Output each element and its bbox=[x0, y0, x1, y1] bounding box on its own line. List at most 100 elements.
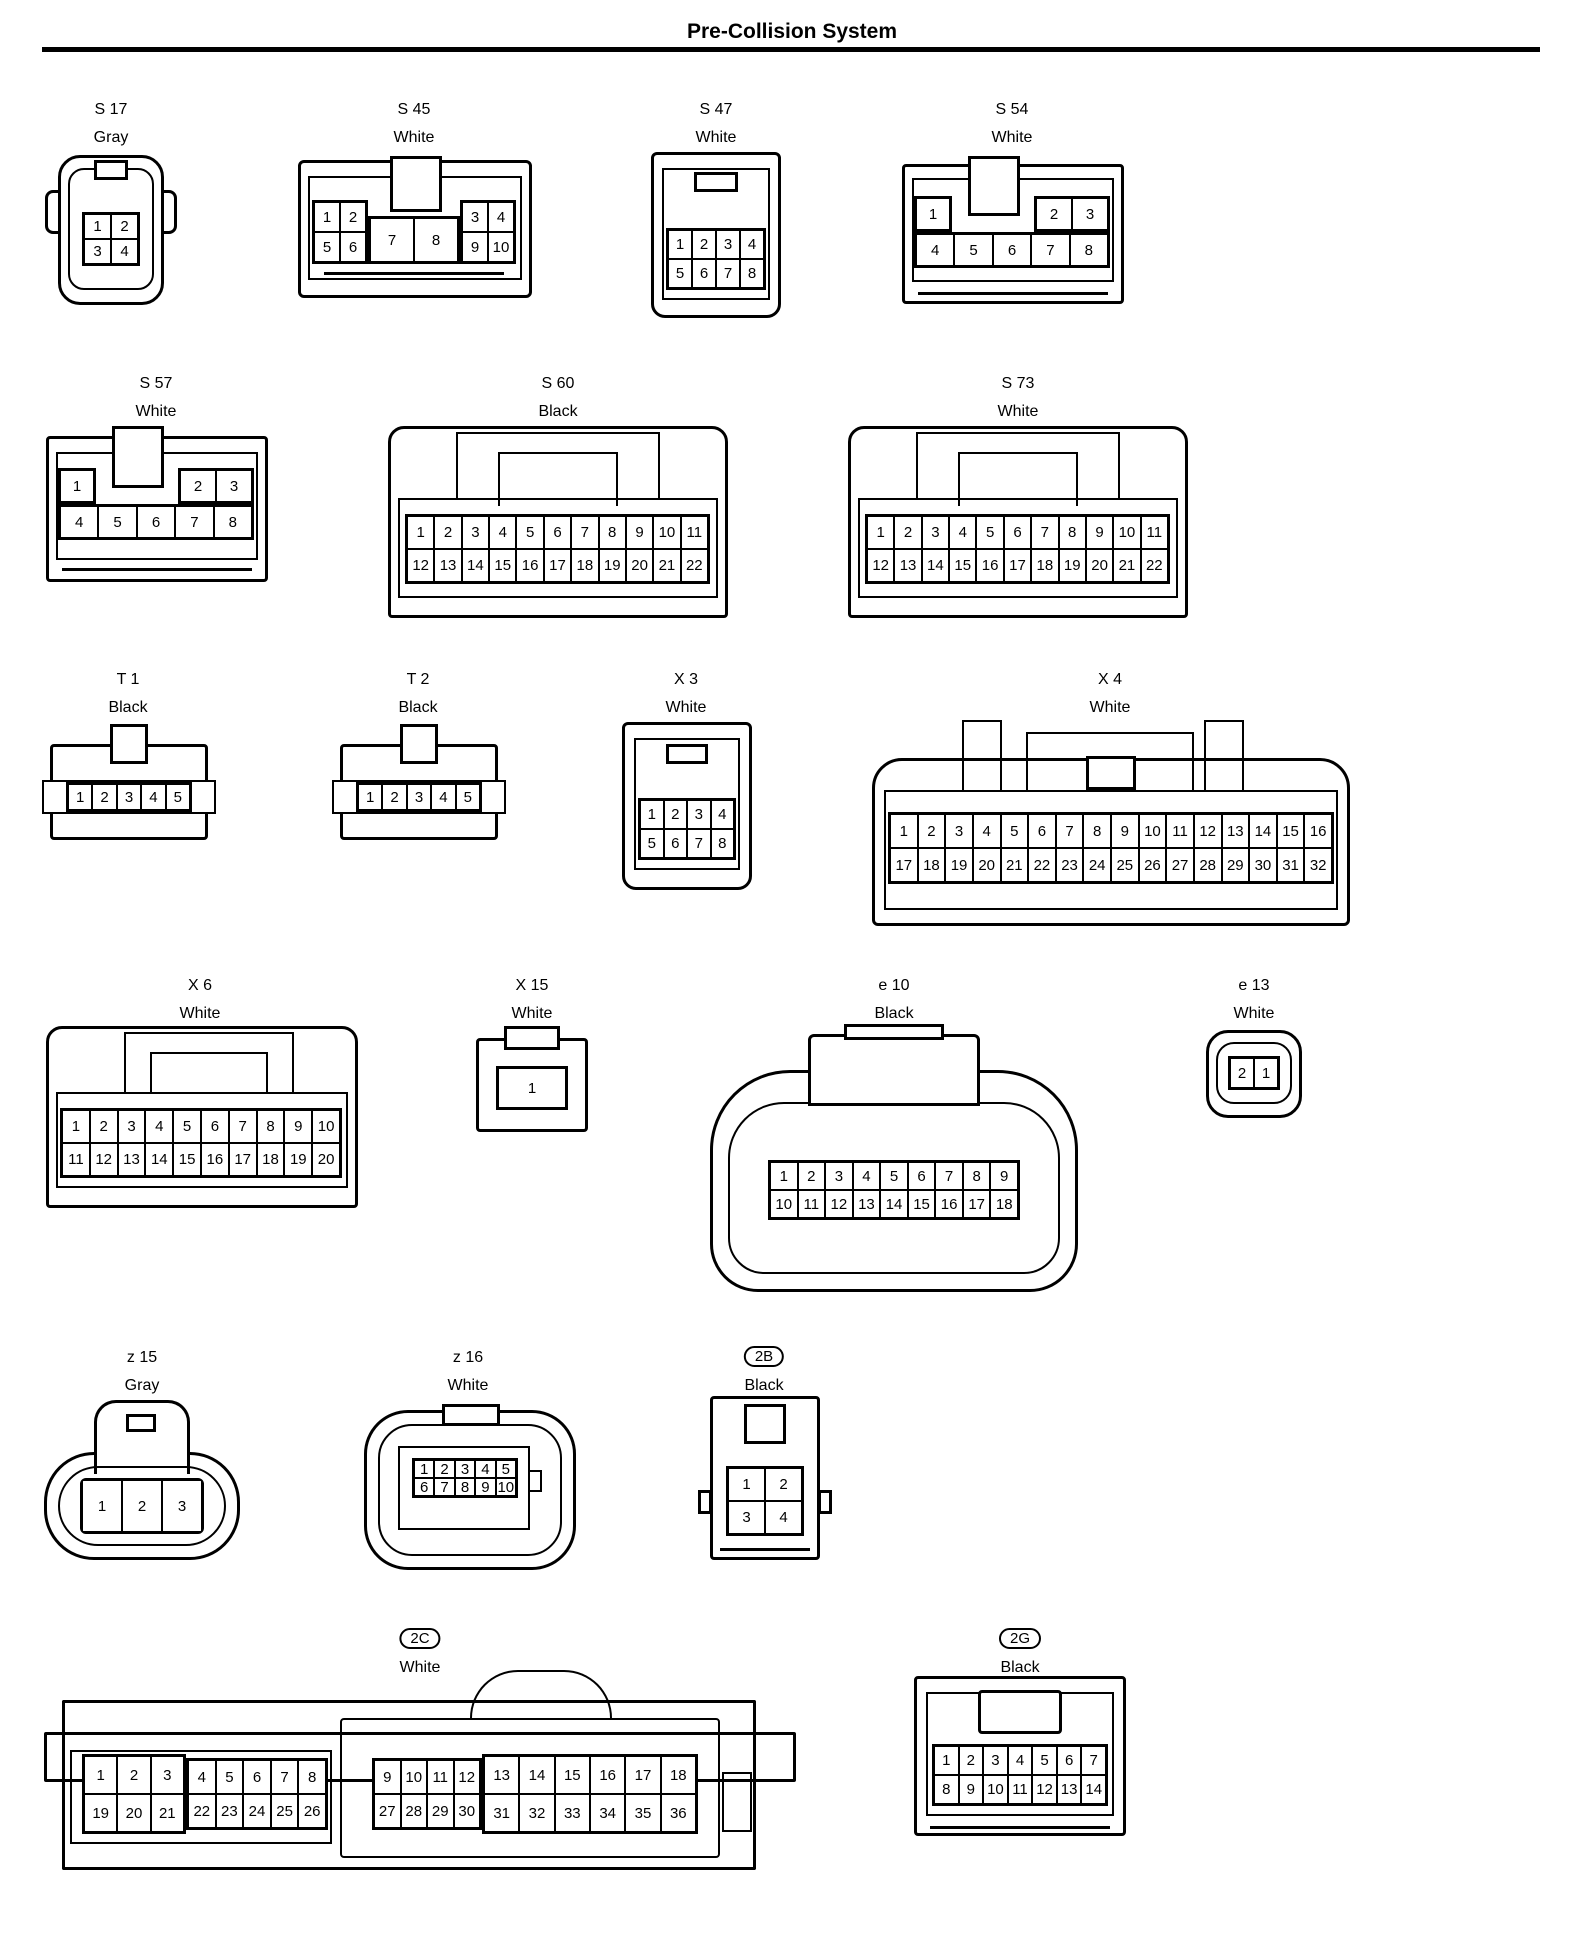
connector-z15-lock-housing bbox=[94, 1400, 190, 1474]
connector-z15-color: Gray bbox=[124, 1377, 160, 1394]
pin-cell: 5 bbox=[640, 829, 664, 858]
connector-s17-lock bbox=[94, 160, 128, 180]
pin-cell: 10 bbox=[1138, 814, 1167, 848]
connector-s45-color: White bbox=[393, 129, 435, 146]
pin-cell: 19 bbox=[598, 549, 626, 582]
pin-cell: 7 bbox=[1031, 516, 1059, 549]
connector-s60-lock-frame bbox=[498, 452, 618, 506]
pin-cell: 12 bbox=[453, 1760, 480, 1794]
connector-x3-name: X 3 bbox=[673, 671, 699, 688]
pin-cell: 3 bbox=[921, 516, 950, 549]
pin-cell: 8 bbox=[1083, 814, 1111, 848]
connector-s60-inner bbox=[398, 498, 718, 598]
pin-cell: 8 bbox=[256, 1110, 285, 1143]
connector-s54-rib bbox=[918, 292, 1108, 295]
pin-cell: 8 bbox=[710, 829, 734, 858]
pin-cell: 7 bbox=[370, 218, 414, 262]
pin-cell: 10 bbox=[983, 1775, 1008, 1804]
connector-e10-color: Black bbox=[874, 1005, 914, 1022]
pin-cell: 5 bbox=[880, 1162, 908, 1190]
pin-cell: 13 bbox=[434, 549, 462, 582]
connector-z16-key bbox=[528, 1470, 542, 1492]
pin-cell: 21 bbox=[150, 1794, 184, 1832]
pin-cell: 3 bbox=[687, 800, 711, 829]
pin-cell: 1 bbox=[407, 516, 435, 549]
pin-cell: 5 bbox=[976, 516, 1004, 549]
pin-cell: 10 bbox=[400, 1760, 427, 1794]
pin-cell: 8 bbox=[1058, 516, 1086, 549]
pin-cell: 3 bbox=[825, 1162, 853, 1190]
pin-cell: 6 bbox=[340, 232, 366, 262]
pin-cell: 7 bbox=[1055, 814, 1084, 848]
pin-cell: 1 bbox=[890, 814, 918, 848]
connector-2c-side-key bbox=[722, 1772, 752, 1832]
pin-cell: 2 bbox=[797, 1162, 826, 1190]
pin-cell: 6 bbox=[1056, 1746, 1082, 1775]
pin-cell: 13 bbox=[852, 1190, 881, 1218]
connector-x6-lock-frame bbox=[150, 1052, 268, 1092]
pin-cell: 1 bbox=[68, 784, 93, 810]
pin-cell: 16 bbox=[1304, 814, 1332, 848]
pin-cell: 4 bbox=[852, 1162, 881, 1190]
pin-cell: 31 bbox=[484, 1794, 520, 1832]
connector-x3-lock bbox=[666, 744, 708, 764]
pin-cell: 5 bbox=[455, 784, 480, 810]
pin-cell: 16 bbox=[935, 1190, 963, 1218]
connector-x3-color: White bbox=[665, 699, 707, 716]
connector-2b-badge: 2B bbox=[743, 1346, 785, 1367]
pin-cell: 9 bbox=[475, 1478, 496, 1496]
pin-cell: 19 bbox=[1058, 549, 1086, 582]
pin-cell: 1 bbox=[414, 1460, 435, 1478]
pin-cell: 11 bbox=[62, 1143, 90, 1176]
pin-cell: 14 bbox=[1081, 1775, 1106, 1804]
pin-cell: 4 bbox=[475, 1460, 496, 1478]
connector-s17-name: S 17 bbox=[94, 101, 128, 118]
pin-cell: 18 bbox=[256, 1143, 285, 1176]
connector-t2-lock bbox=[400, 724, 438, 764]
connector-s54-lock bbox=[968, 156, 1020, 216]
pin-cell: 17 bbox=[625, 1756, 661, 1794]
connector-z16-lock bbox=[442, 1404, 500, 1426]
pin-cell: 16 bbox=[200, 1143, 229, 1176]
connector-s47-lock bbox=[694, 172, 738, 192]
connector-t1-name: T 1 bbox=[116, 671, 140, 688]
connector-2g-color: Black bbox=[1000, 1659, 1040, 1676]
pin-cell: 20 bbox=[312, 1143, 340, 1176]
connector-z16-name: z 16 bbox=[452, 1349, 484, 1366]
connector-t2-color: Black bbox=[398, 699, 438, 716]
pin-cell: 10 bbox=[488, 232, 514, 262]
pin-cell: 5 bbox=[215, 1760, 244, 1794]
pin-cell: 2 bbox=[1230, 1058, 1254, 1088]
pin-cell: 3 bbox=[116, 784, 142, 810]
pin-cell: 3 bbox=[1072, 198, 1108, 230]
pin-cell: 25 bbox=[1111, 848, 1139, 882]
pin-cell: 4 bbox=[145, 1110, 174, 1143]
pin-cell: 4 bbox=[740, 230, 764, 259]
pin-cell: 1 bbox=[62, 1110, 90, 1143]
connector-t2-name: T 2 bbox=[406, 671, 430, 688]
connector-s73-inner bbox=[858, 498, 1178, 598]
pin-cell: 18 bbox=[990, 1190, 1018, 1218]
connector-2g-badge: 2G bbox=[998, 1628, 1042, 1649]
pin-cell: 29 bbox=[1221, 848, 1250, 882]
pin-cell: 14 bbox=[519, 1756, 555, 1794]
pin-cell: 2 bbox=[340, 202, 366, 232]
pin-cell: 5 bbox=[1032, 1746, 1057, 1775]
pin-cell: 2 bbox=[122, 1480, 162, 1532]
pin-cell: 10 bbox=[1113, 516, 1141, 549]
connector-s54-color: White bbox=[991, 129, 1033, 146]
connector-t1-color: Black bbox=[108, 699, 148, 716]
pin-cell: 2 bbox=[180, 470, 216, 502]
pin-cell: 4 bbox=[710, 800, 734, 829]
pin-cell: 8 bbox=[740, 259, 764, 288]
pin-cell: 33 bbox=[554, 1794, 590, 1832]
pin-cell: 25 bbox=[270, 1794, 299, 1828]
pin-cell: 14 bbox=[921, 549, 950, 582]
pin-cell: 8 bbox=[598, 516, 626, 549]
